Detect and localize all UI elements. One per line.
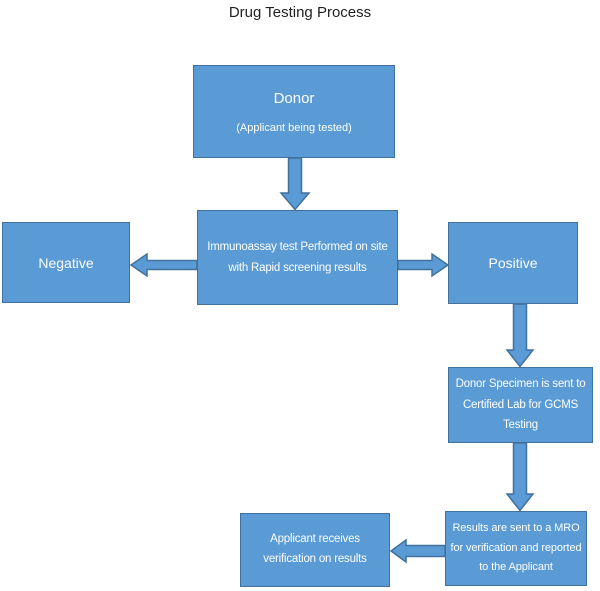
node-negative-label: Negative [38, 254, 94, 271]
arrow-immunoassay-to-negative [129, 252, 198, 278]
arrow-results-to-verification [389, 538, 446, 564]
node-specimen: Donor Specimen is sent to Certified Lab … [448, 367, 593, 443]
node-donor-label: Donor [273, 89, 315, 107]
node-verification-label: Applicant receives verification on resul… [263, 533, 367, 565]
node-donor-sublabel: (Applicant being tested) [236, 121, 352, 134]
node-results: Results are sent to a MRO for verificati… [445, 511, 587, 586]
node-verification: Applicant receives verification on resul… [240, 513, 390, 587]
arrow-immunoassay-to-positive [397, 252, 450, 278]
arrow-donor-to-immunoassay [279, 157, 311, 211]
node-positive: Positive [448, 222, 578, 304]
node-immunoassay-label: Immunoassay test Performed on site with … [207, 241, 388, 274]
arrow-positive-to-specimen [505, 303, 535, 368]
node-specimen-label: Donor Specimen is sent to Certified Lab … [455, 377, 586, 432]
node-negative: Negative [2, 222, 130, 303]
diagram-title: Drug Testing Process [228, 4, 372, 21]
node-results-label: Results are sent to a MRO for verificati… [450, 521, 582, 574]
arrow-specimen-to-results [505, 442, 535, 512]
node-donor: Donor (Applicant being tested) [193, 65, 395, 158]
node-positive-label: Positive [488, 255, 538, 271]
node-immunoassay: Immunoassay test Performed on site with … [197, 210, 398, 305]
